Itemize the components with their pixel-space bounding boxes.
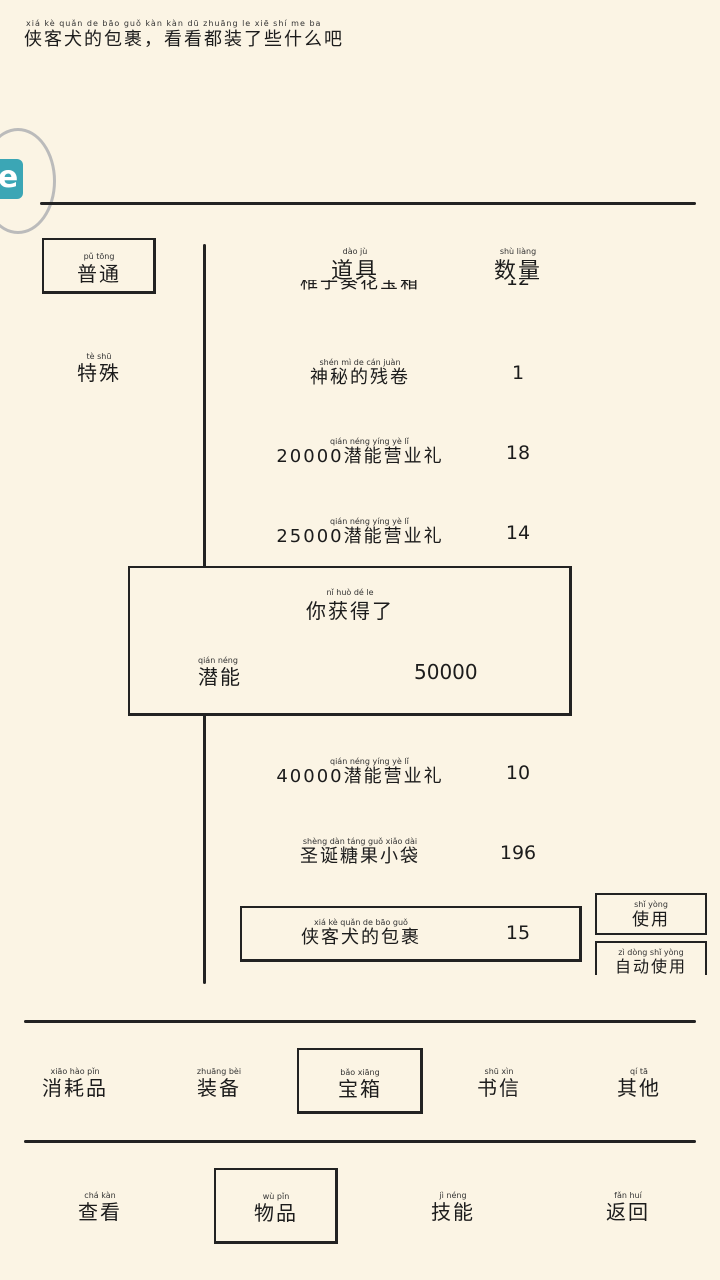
- table-row[interactable]: shén mì de cán juàn 神秘的残卷 1: [215, 352, 575, 396]
- floating-app-icon[interactable]: e: [0, 128, 56, 234]
- col-qty-header: 数量: [493, 259, 542, 284]
- row-name: 25000潜能营业礼: [276, 526, 444, 547]
- category-divider: [24, 1020, 696, 1023]
- col-item-header: 道具: [330, 259, 379, 284]
- nav-back-label: 返回: [606, 1200, 650, 1224]
- table-row[interactable]: qián néng yíng yè lǐ 20000潜能营业礼 18: [215, 432, 575, 476]
- table-row[interactable]: qián néng yíng yè lǐ 40000潜能营业礼 10: [215, 752, 575, 796]
- tab-consumables[interactable]: xiāo hào pǐn 消耗品: [20, 1060, 132, 1110]
- tab-letters[interactable]: shū xìn 书信: [444, 1060, 556, 1110]
- partial-row-qty: 12: [480, 280, 556, 290]
- top-divider: [40, 202, 696, 205]
- col-item-pinyin: dào jù: [342, 247, 368, 256]
- nav-items-pinyin: wù pǐn: [262, 1192, 290, 1201]
- tab-equipment-label: 装备: [197, 1076, 241, 1100]
- auto-use-button[interactable]: zì dòng shǐ yòng 自动使用: [595, 941, 707, 975]
- row-pinyin: qián néng yíng yè lǐ: [330, 517, 409, 526]
- auto-use-label: 自动使用: [614, 957, 687, 975]
- tab-equipment-pinyin: zhuāng bèi: [196, 1067, 242, 1076]
- use-button[interactable]: shǐ yòng 使用: [595, 893, 707, 935]
- row-pinyin: qián néng yíng yè lǐ: [330, 437, 409, 446]
- nav-view[interactable]: chá kàn 查看: [44, 1184, 156, 1234]
- table-row-selected[interactable]: xiá kè quǎn de bāo guǒ 侠客犬的包裹 15: [240, 906, 582, 962]
- partial-row-name: 稚子葵花宝箱: [300, 280, 420, 293]
- row-name: 40000潜能营业礼: [276, 766, 444, 787]
- nav-back-pinyin: fǎn huí: [614, 1191, 642, 1200]
- letter-e-icon: e: [0, 159, 23, 199]
- tab-consumables-pinyin: xiāo hào pǐn: [50, 1067, 100, 1076]
- popup-title: 你获得了: [306, 599, 394, 623]
- nav-skills-label: 技能: [431, 1200, 475, 1224]
- tab-treasure-pinyin: bǎo xiāng: [340, 1068, 380, 1077]
- row-qty: 196: [499, 842, 537, 864]
- tab-other-label: 其他: [617, 1076, 661, 1100]
- tab-normal-pinyin: pǔ tōng: [83, 252, 115, 261]
- tab-letters-label: 书信: [477, 1076, 521, 1100]
- table-row[interactable]: shèng dàn táng guǒ xiǎo dài 圣诞糖果小袋 196: [215, 832, 575, 876]
- tab-consumables-label: 消耗品: [42, 1076, 108, 1100]
- tab-treasure-chests[interactable]: bǎo xiāng 宝箱: [297, 1048, 423, 1114]
- reward-label: 潜能: [198, 665, 242, 689]
- row-pinyin: shén mì de cán juàn: [319, 358, 401, 367]
- tab-treasure-label: 宝箱: [338, 1077, 382, 1101]
- nav-skills-pinyin: jì néng: [439, 1191, 467, 1200]
- reward-value: 50000: [414, 660, 478, 684]
- tab-special[interactable]: tè shū 特殊: [42, 345, 156, 395]
- tab-other-pinyin: qí tā: [630, 1067, 648, 1076]
- tab-equipment[interactable]: zhuāng bèi 装备: [164, 1060, 276, 1110]
- tab-normal-label: 普通: [77, 262, 121, 286]
- row-qty: 18: [505, 442, 531, 464]
- popup-title-pinyin: nǐ huò dé le: [326, 588, 374, 597]
- row-qty: 1: [511, 362, 525, 384]
- bottom-nav-divider: [24, 1140, 696, 1143]
- nav-view-pinyin: chá kàn: [84, 1191, 116, 1200]
- nav-view-label: 查看: [78, 1200, 122, 1224]
- use-label: 使用: [632, 910, 670, 930]
- nav-skills[interactable]: jì néng 技能: [397, 1184, 509, 1234]
- row-qty: 15: [505, 922, 531, 944]
- row-name: 侠客犬的包裹: [301, 927, 421, 948]
- row-pinyin: xiá kè quǎn de bāo guǒ: [314, 918, 408, 927]
- partial-row[interactable]: 稚子葵花宝箱 12: [215, 280, 575, 298]
- tab-normal[interactable]: pǔ tōng 普通: [42, 238, 156, 294]
- row-pinyin: shèng dàn táng guǒ xiǎo dài: [302, 837, 418, 846]
- row-name: 圣诞糖果小袋: [300, 846, 420, 867]
- nav-items[interactable]: wù pǐn 物品: [214, 1168, 338, 1244]
- header-title: 侠客犬的包裹，看看都装了些什么吧: [24, 29, 344, 50]
- auto-use-pinyin: zì dòng shǐ yòng: [618, 948, 684, 957]
- tab-special-label: 特殊: [77, 361, 121, 385]
- tab-letters-pinyin: shū xìn: [484, 1067, 514, 1076]
- row-qty: 10: [505, 762, 531, 784]
- nav-back[interactable]: fǎn huí 返回: [572, 1184, 684, 1234]
- row-name: 神秘的残卷: [310, 367, 410, 388]
- reward-label-pinyin: qián néng: [198, 656, 238, 665]
- tab-special-pinyin: tè shū: [86, 352, 112, 361]
- col-qty-pinyin: shù liàng: [499, 247, 537, 256]
- row-pinyin: qián néng yíng yè lǐ: [330, 757, 409, 766]
- row-name: 20000潜能营业礼: [276, 446, 444, 467]
- row-qty: 14: [505, 522, 531, 544]
- tab-other[interactable]: qí tā 其他: [584, 1060, 696, 1110]
- nav-items-label: 物品: [254, 1201, 298, 1225]
- reward-popup[interactable]: nǐ huò dé le 你获得了 qián néng 潜能 50000: [128, 566, 572, 716]
- use-pinyin: shǐ yòng: [634, 900, 668, 909]
- table-row[interactable]: qián néng yíng yè lǐ 25000潜能营业礼 14: [215, 512, 575, 556]
- header-title-pinyin: xiá kè quǎn de bāo guǒ kàn kàn dū zhuāng…: [26, 19, 322, 28]
